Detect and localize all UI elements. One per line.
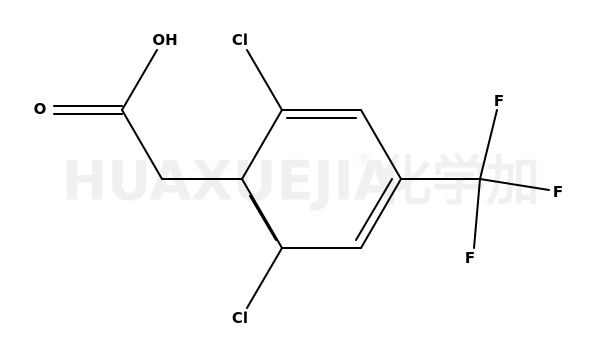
ring-bond-6 [241, 109, 283, 180]
atom-label-f-right: F [553, 183, 563, 201]
ring-bond-3-inner [355, 178, 393, 241]
atom-label-o: O [34, 100, 47, 118]
ring-bond-5 [241, 178, 283, 249]
atom-label-f-top: F [494, 92, 504, 110]
bond-ring-cl-bottom [246, 247, 283, 309]
bond-ch2-carboxyl [121, 109, 163, 180]
bond-carboxyl-oh [121, 49, 158, 111]
atom-label-f-bottom: F [465, 249, 475, 267]
watermark-chinese: 化学加 [378, 150, 540, 213]
bond-cf3-f-right [479, 178, 550, 191]
atom-label-cl-top: Cl [232, 31, 248, 49]
atom-label-oh: OH [152, 31, 177, 49]
bond-ring-cl-top [246, 49, 283, 111]
atom-labels: OH O Cl Cl F F F [34, 31, 564, 327]
bonds [53, 49, 550, 309]
bond-cf3-f-bottom [473, 178, 481, 249]
watermark-registered-mark: ® [357, 151, 373, 170]
atom-label-cl-bottom: Cl [232, 309, 248, 327]
ring-bond-5-inner [249, 195, 277, 241]
ring-bond-3 [360, 178, 402, 249]
ring-bond-2 [360, 109, 402, 180]
bond-cf3-f-top [479, 109, 498, 180]
watermark-latin: HUAXUEJIA [62, 150, 396, 213]
watermark: HUAXUEJIA ® 化学加 [62, 150, 540, 213]
